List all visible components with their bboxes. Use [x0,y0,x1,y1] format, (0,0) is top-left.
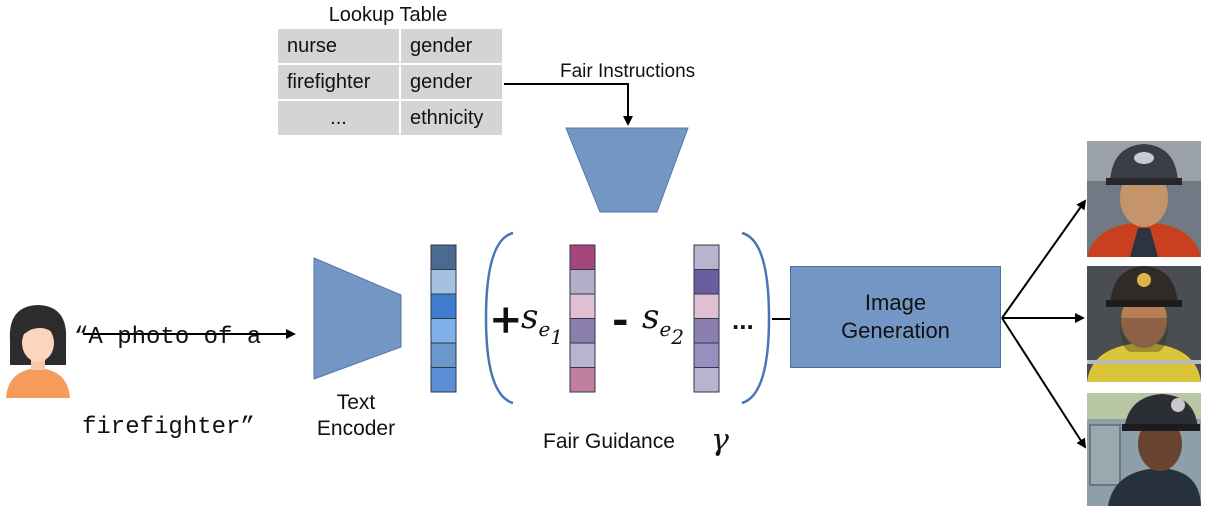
vector-cell [693,318,720,344]
lookup-arrow [503,83,633,126]
text-encoder-label-line-1: Text [336,391,376,414]
ellipsis: ... [732,305,754,335]
vector-cell [693,342,720,368]
prompt-line-2: firefighter” [82,414,255,441]
vector-cell [430,318,457,344]
vector-cell [430,367,457,393]
output-arrow-1 [1001,199,1087,319]
firefighter-photo-3 [1087,393,1201,506]
fair-guidance-label: Fair Guidance [543,430,675,453]
image-generation-line-2: Generation [841,318,950,343]
s-symbol: s [521,297,539,337]
image-generation-box: Image Generation [790,266,1001,368]
image-generation-label: Image Generation [826,289,966,345]
firefighter-photo-2 [1087,266,1201,382]
table-row: nurse gender [276,27,504,65]
right-paren [741,231,771,405]
vector-cell [430,244,457,270]
vector-cell [569,342,596,368]
text-encoder-label: Text Encoder [300,390,412,442]
table-cell: gender [399,63,504,101]
table-cell: ... [276,99,401,137]
e-symbol: e [538,317,551,341]
vector-cell [693,244,720,270]
table-cell: ethnicity [399,99,504,137]
guidance-vector-2 [693,244,720,393]
vector-cell [693,367,720,393]
text-encoder-shape [313,257,402,380]
vector-cell [569,269,596,295]
guidance-vector-1 [569,244,596,393]
vector-cell [430,342,457,368]
vector-cell [569,367,596,393]
output-arrow-3 [1001,317,1087,449]
lookup-table: nurse gender firefighter gender ... ethn… [276,27,504,137]
guidance-scale-2: se2 [642,300,684,354]
vector-cell [569,244,596,270]
gamma-symbol: γ [711,423,729,458]
table-cell: gender [399,27,504,65]
person-avatar-icon [6,305,70,398]
s-symbol: s [642,297,660,337]
text-encoder-label-line-2: Encoder [316,417,396,440]
subscript-2: 2 [671,325,685,349]
subscript-1: 1 [550,325,564,349]
table-cell: firefighter [276,63,401,101]
text-embedding-vector [430,244,457,393]
table-row: ... ethnicity [276,99,504,137]
table-row: firefighter gender [276,63,504,101]
left-paren [484,231,514,405]
guidance-scale-1: se1 [521,300,563,354]
prompt-text: “A photo of a firefighter” [74,263,261,473]
prompt-line-1: “A photo of a [74,324,262,351]
fair-instructions-label: Fair Instructions [560,61,696,82]
vector-cell [430,293,457,319]
vector-cell [569,293,596,319]
vector-cell [693,269,720,295]
vector-cell [569,318,596,344]
lookup-table-title: Lookup Table [328,4,448,26]
e-symbol: e [659,317,672,341]
firefighter-photo-1 [1087,141,1201,257]
plus-sign: + [489,296,523,343]
fair-instructions-encoder-shape [565,127,689,213]
minus-sign: - [612,296,629,343]
image-generation-line-1: Image [864,290,927,315]
vector-cell [693,293,720,319]
table-cell: nurse [276,27,401,65]
vector-cell [430,269,457,295]
